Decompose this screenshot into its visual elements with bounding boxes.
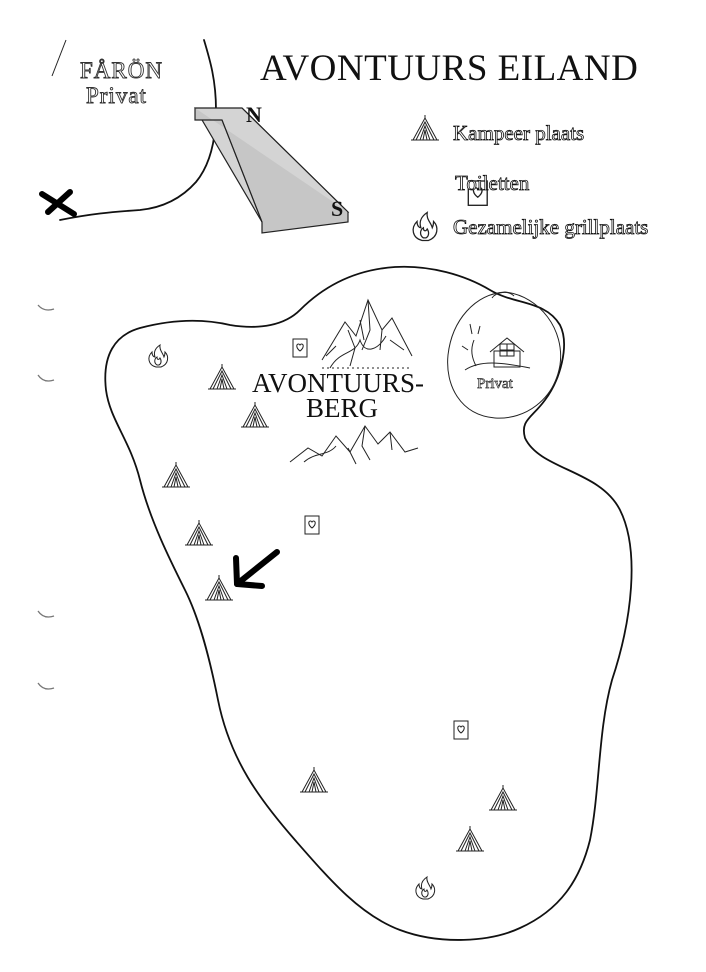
tent-icon [161, 461, 191, 488]
faron-tick-mark [51, 39, 67, 77]
binder-holes [37, 304, 55, 690]
tent-icon [204, 574, 234, 601]
fire-icon [415, 876, 436, 900]
compass-south: S [331, 196, 343, 221]
mountain-peaks-bottom [289, 425, 419, 465]
faron-privat-label: Privat [86, 83, 147, 108]
map-title: AVONTUURS EILAND [260, 48, 638, 89]
tent-icon [488, 784, 518, 811]
legend-tent-icon [410, 114, 440, 141]
private-area-label: Privat [477, 376, 514, 392]
arrow-marker [233, 549, 280, 589]
faron-coastline [59, 39, 217, 221]
mountain-label-line1: AVONTUURS- [252, 368, 424, 398]
legend: Kampeer plaats Toiletten Gezamelijke gri… [410, 114, 649, 242]
campsites [161, 363, 518, 852]
compass-north: N [246, 102, 262, 127]
legend-fire-icon [412, 211, 438, 242]
tent-icon [184, 519, 214, 546]
private-area: Privat [447, 291, 562, 419]
toilet-icon [453, 720, 469, 740]
compass: N S [193, 102, 350, 234]
tent-icon [207, 363, 237, 390]
house-icon [461, 323, 531, 371]
tent-icon [455, 825, 485, 852]
x-mark [39, 189, 77, 217]
legend-label-fire: Gezamelijke grillplaats [453, 215, 648, 239]
legend-label-tent: Kampeer plaats [453, 121, 584, 145]
mountain-label-line2: BERG [306, 393, 378, 423]
toilet-icon [292, 338, 308, 358]
legend-label-toilet: Toiletten [455, 171, 530, 195]
mountain-peaks-top [321, 298, 413, 369]
toilet-icon [304, 515, 320, 535]
tent-icon [240, 401, 270, 428]
fire-pits [148, 344, 436, 900]
fire-icon [148, 344, 169, 368]
tent-icon [299, 766, 329, 793]
island-coastline [104, 265, 633, 941]
faron-label: FÅRÖN [80, 58, 163, 83]
